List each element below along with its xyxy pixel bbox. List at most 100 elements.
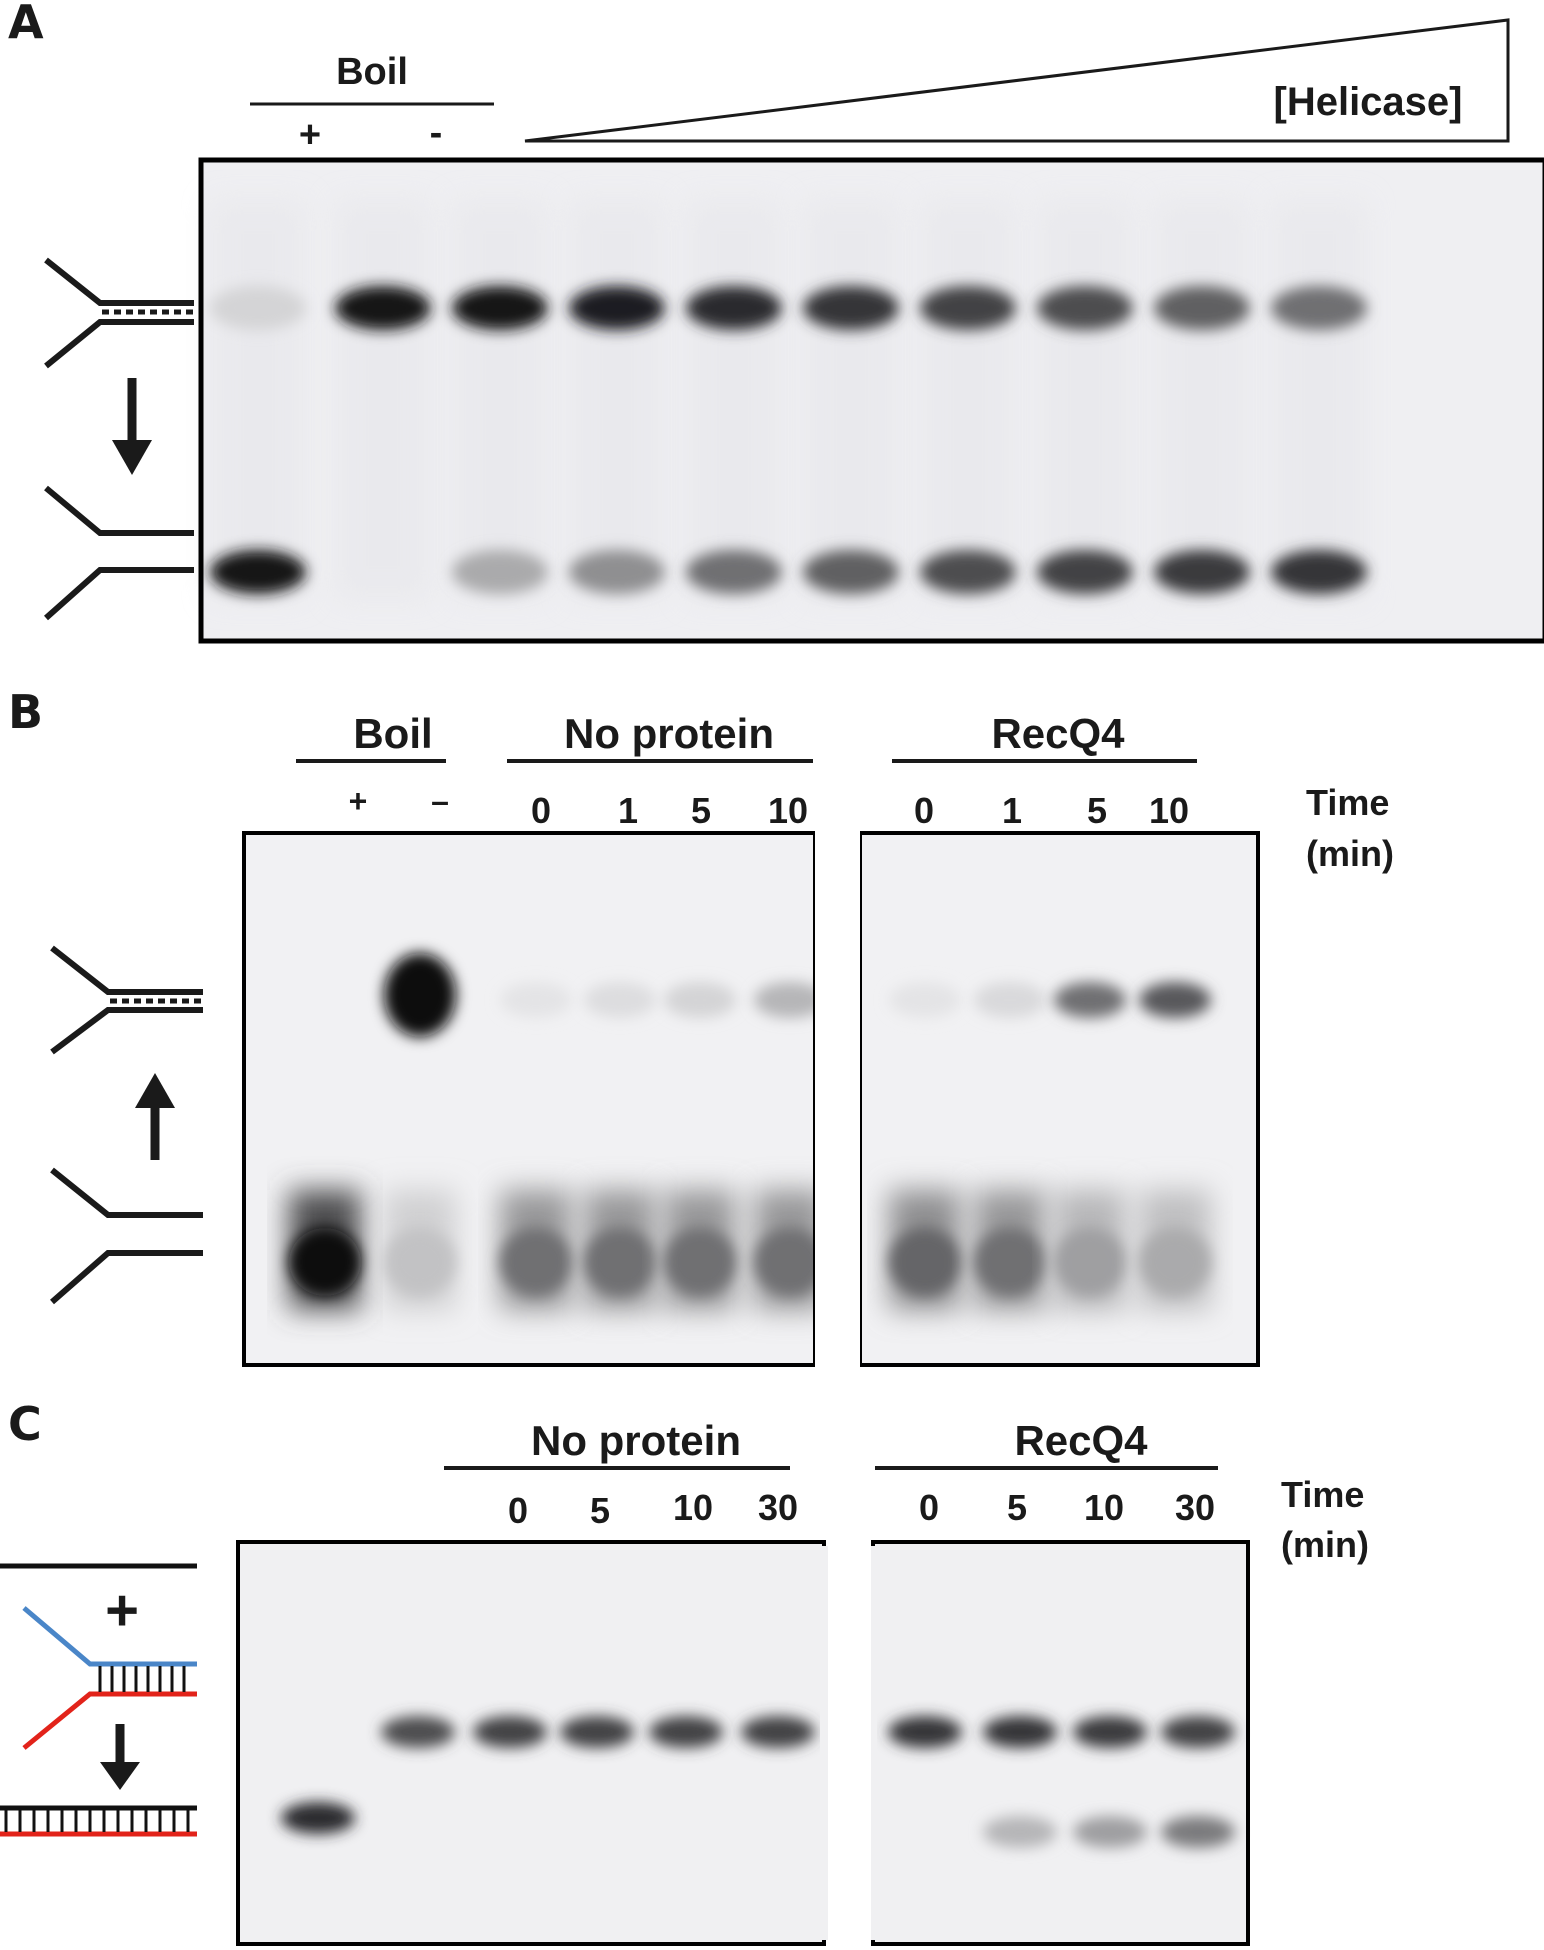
panel-b-time-1b: 1 [1002, 790, 1022, 831]
gel-a-upper-band [1154, 286, 1250, 330]
gel-a-lane [1154, 200, 1250, 600]
gel-c-lower-band [1161, 1816, 1235, 1848]
gel-a-upper-band [569, 286, 665, 330]
gel-b-lane [974, 982, 1046, 1310]
panel-a-down-arrow-icon [112, 378, 152, 475]
gel-b-upper-band [1139, 982, 1211, 1018]
gel-b-lower-band [1139, 1228, 1211, 1296]
gel-b-lane [384, 953, 456, 1310]
gel-a-lane [210, 200, 306, 600]
panel-a-boil-label: Boil [336, 51, 408, 93]
gel-b-upper-band [664, 982, 736, 1018]
gel-a-lower-band [569, 550, 665, 594]
gel-a-upper-band [335, 286, 431, 330]
gel-a-lower-band [1154, 550, 1250, 594]
gel-c-upper-band [649, 1716, 723, 1748]
gel-a-lower-band [920, 550, 1016, 594]
panel-b-product-icon [50, 1167, 203, 1305]
gel-b-upper-band [500, 982, 572, 1018]
panel-b-no-protein-label: No protein [564, 710, 774, 757]
panel-b-label: B [8, 685, 43, 739]
gel-b-lane [1139, 982, 1211, 1310]
gel-b-lower-band [584, 1228, 656, 1296]
panel-a-label: A [8, 0, 44, 49]
panel-c-no-protein-label: No protein [531, 1417, 741, 1464]
gel-b-upper-band [889, 982, 961, 1018]
gel-b-lower-band [384, 1228, 456, 1296]
panel-c-time-0a: 0 [508, 1490, 528, 1531]
panel-b-boil-label: Boil [353, 710, 432, 757]
panel-b-time-5b: 5 [1087, 790, 1107, 831]
gel-a-lower-band [1271, 550, 1367, 594]
gel-c-lanes [281, 1716, 1235, 1848]
gel-c-upper-band [983, 1716, 1057, 1748]
gel-b-upper-band [584, 982, 656, 1018]
gel-c-lower-band [281, 1802, 355, 1834]
panel-b-time-5a: 5 [691, 790, 711, 831]
gel-c-upper-band [1073, 1716, 1147, 1748]
panel-c-time-30b: 30 [1175, 1487, 1215, 1528]
gel-c-upper-band [381, 1716, 455, 1748]
panel-c: C No protein RecQ4 0 5 10 30 0 5 10 30 T… [0, 1397, 1369, 1950]
gel-c-lane [1073, 1716, 1147, 1848]
panel-b-time-10a: 10 [768, 790, 808, 831]
gel-a-upper-band [452, 286, 548, 330]
gel-c-upper-band [1161, 1716, 1235, 1748]
panel-c-fork-substrate-icon [22, 1606, 197, 1750]
panel-b-time-0a: 0 [531, 790, 551, 831]
gel-b-split-gap [815, 826, 860, 1372]
gel-a-lower-band [210, 550, 306, 594]
helicase-gradient-triangle [524, 18, 1510, 143]
gel-c-lower-band [983, 1816, 1057, 1848]
panel-c-plus-sign: + [105, 1578, 139, 1643]
gel-c-lane [381, 1716, 455, 1748]
gel-a-lane [803, 200, 899, 600]
gel-a-lane [1037, 200, 1133, 600]
gel-b-lane [500, 982, 572, 1310]
panel-b: B Boil + – No protein RecQ4 0 1 5 10 0 1… [8, 685, 1394, 1372]
gel-c-upper-band [560, 1716, 634, 1748]
panel-c-time-5b: 5 [1007, 1487, 1027, 1528]
panel-b-time-10b: 10 [1149, 790, 1189, 831]
gel-a-lower-band [803, 550, 899, 594]
gel-a-lane [1271, 200, 1367, 600]
panel-a-product-icon [44, 485, 194, 621]
gel-b-lower-band [289, 1228, 361, 1296]
gel-c-lane [741, 1716, 815, 1748]
panel-b-plus: + [349, 783, 368, 819]
panel-b-time-1a: 1 [618, 790, 638, 831]
gel-c-left-open-edge [820, 1546, 828, 1940]
gel-b-lane [664, 982, 736, 1310]
panel-a-minus: - [430, 112, 443, 154]
panel-c-time-10a: 10 [673, 1487, 713, 1528]
panel-b-time-unit: (min) [1306, 833, 1394, 874]
gel-b-upper-band [1054, 982, 1126, 1018]
gel-b-lower-band [889, 1228, 961, 1296]
gel-a-upper-band [210, 286, 306, 330]
gel-b-lanes [289, 953, 1211, 1310]
panel-c-time-label: Time [1281, 1474, 1364, 1515]
gel-c-lower-band [1073, 1816, 1147, 1848]
gel-c-lane [560, 1716, 634, 1748]
gel-c-upper-band [741, 1716, 815, 1748]
gel-c-upper-band [473, 1716, 547, 1748]
panel-a: A Boil + - [Helicase] [8, 0, 1544, 644]
gel-a-frame [198, 157, 1544, 644]
gel-b-lane [289, 1190, 361, 1310]
gel-b-upper-band [754, 982, 826, 1018]
gel-b-lane [889, 982, 961, 1310]
panel-c-down-arrow-icon [100, 1724, 140, 1790]
gel-b-lower-band [500, 1228, 572, 1296]
panel-c-time-0b: 0 [919, 1487, 939, 1528]
panel-b-minus: – [431, 783, 449, 819]
gel-c-right-open-edge [871, 1546, 877, 1940]
panel-b-substrate-icon [50, 945, 203, 1055]
gel-b-lane [584, 982, 656, 1310]
gel-a-lanes [210, 200, 1367, 600]
panel-c-time-unit: (min) [1281, 1524, 1369, 1565]
panel-a-substrate-icon [44, 257, 194, 369]
panel-b-recq4-label: RecQ4 [991, 710, 1125, 757]
gel-a-lane [686, 200, 782, 600]
gel-a-upper-band [1271, 286, 1367, 330]
